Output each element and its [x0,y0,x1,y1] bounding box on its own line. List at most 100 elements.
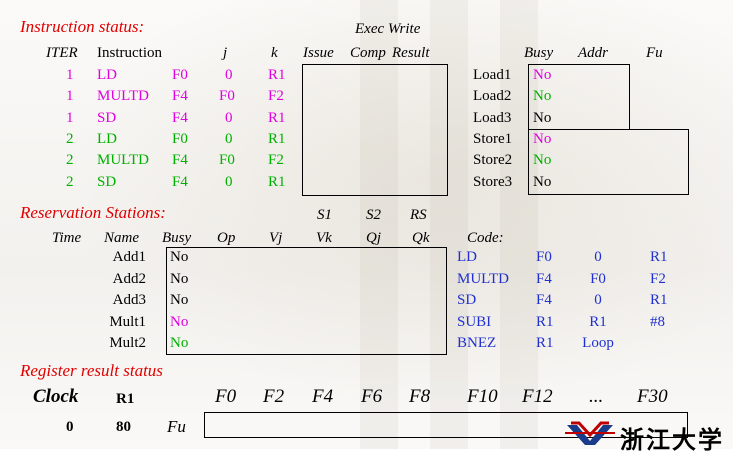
vk-header: Vk [316,230,332,246]
register-header: F6 [361,386,383,407]
op-header: Op [217,230,236,246]
instr-dest-cell: F0 [172,67,188,83]
instr-dest-cell: F4 [172,109,188,126]
vj-header: Vj [269,230,283,246]
instr-dest-cell: F4 [172,88,188,105]
code-arg1-cell: R1 [536,335,554,351]
register-header: F8 [409,386,431,407]
addr-header: Addr [578,45,608,61]
instr-op-cell: LD [97,67,117,83]
code-arg3-cell: R1 [650,292,668,308]
code-title: Code: [467,230,504,246]
instr-op-cell: LD [97,130,117,147]
clock-value: 0 [66,419,74,435]
station-busy-cell: No [170,335,189,351]
qj-header: Qj [366,230,381,246]
code-arg2-cell: R1 [589,313,607,330]
instr-dest-cell: F4 [172,152,188,169]
clock-label: Clock [33,386,79,407]
qk-header: Qk [412,230,430,246]
instr-k-cell: F2 [268,152,284,169]
instr-iter-cell: 1 [66,109,74,126]
station-name-cell: Add2 [112,270,146,287]
exec-write-header: Exec Write [355,21,421,37]
buffer-name-cell: Store2 [473,152,513,169]
instr-k-cell: R1 [268,173,286,190]
instruction-status-box [302,64,448,196]
register-header: F12 [522,386,553,407]
s1-header: S1 [317,207,332,223]
register-header: F30 [637,386,668,407]
result-header: Result [392,45,430,61]
station-busy-cell: No [170,292,189,308]
buffer-busy-cell: No [533,67,552,83]
instr-op-cell: SD [97,173,117,190]
instruction-status-title: Instruction status: [20,17,145,36]
station-name-cell: Mult1 [109,313,146,330]
instr-op-cell: MULTD [97,88,149,105]
column-shadow [360,0,398,449]
buffer-busy-cell: No [533,173,552,190]
instr-k-cell: R1 [268,130,286,147]
register-header: F10 [467,386,498,407]
code-arg2-cell: 0 [594,249,602,265]
buffer-busy-cell: No [533,130,552,147]
instr-k-cell: F2 [268,88,284,105]
code-op-cell: MULTD [457,270,509,287]
buffer-busy-cell: No [533,88,552,105]
load-buffer-box [528,64,630,130]
instr-j-cell: F0 [219,88,235,105]
code-op-cell: SUBI [457,313,492,330]
instr-dest-cell: F0 [172,130,188,147]
store-buffer-box [528,129,689,195]
station-name-cell: Mult2 [109,335,146,351]
code-arg3-cell: R1 [650,249,668,265]
station-name-cell: Add1 [112,249,146,265]
station-busy-cell: No [170,313,189,330]
code-op-cell: LD [457,249,477,265]
buffer-name-cell: Load3 [473,109,512,126]
iter-header: ITER [46,45,78,61]
column-shadow [500,0,538,449]
university-logo-text: 浙江大学 [620,425,724,454]
station-busy-cell: No [170,270,189,287]
code-op-cell: BNEZ [457,335,497,351]
reservation-box [166,247,447,355]
instr-k-cell: R1 [268,109,286,126]
buffer-name-cell: Store1 [473,130,513,147]
code-arg2-cell: F0 [590,270,606,287]
instr-op-cell: MULTD [97,152,149,169]
register-fu-box [204,412,688,438]
code-arg3-cell: F2 [650,270,666,287]
r1-value: 80 [116,419,131,435]
instr-op-cell: SD [97,109,117,126]
register-header: F4 [312,386,334,407]
instr-j-cell: 0 [225,109,233,126]
busy-header: Busy [524,45,554,61]
fu-header: Fu [646,45,663,61]
comp-header: Comp [350,45,386,61]
buffer-name-cell: Store3 [473,173,513,190]
instr-dest-cell: F4 [172,173,188,190]
issue-header: Issue [303,45,334,61]
code-arg1-cell: F4 [536,270,552,287]
buffer-name-cell: Load1 [473,67,512,83]
buffer-name-cell: Load2 [473,88,512,105]
code-arg2-cell: 0 [594,292,602,308]
instr-iter-cell: 1 [66,88,74,105]
code-arg2-cell: Loop [582,335,614,351]
instr-j-cell: F0 [219,152,235,169]
station-name-cell: Add3 [112,292,146,308]
buffer-busy-cell: No [533,152,552,169]
instr-iter-cell: 1 [66,67,74,83]
register-header: F0 [215,386,237,407]
instr-iter-cell: 2 [66,152,74,169]
instr-j-cell: 0 [225,173,233,190]
register-header: F2 [263,386,285,407]
register-header: ... [589,386,604,407]
code-op-cell: SD [457,292,477,308]
rs-busy-header: Busy [162,230,192,246]
rs-header: RS [410,207,427,223]
code-arg1-cell: F4 [536,292,552,308]
